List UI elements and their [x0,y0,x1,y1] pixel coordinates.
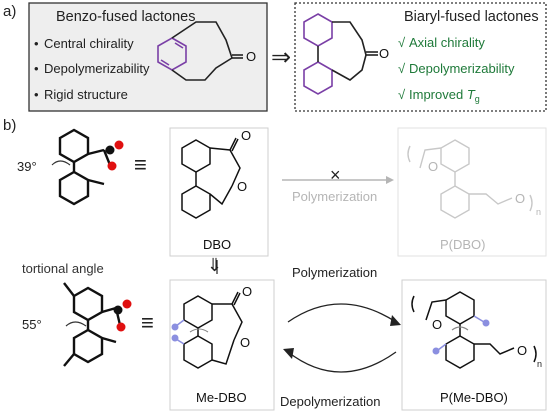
rotation-arrow-me-dbo [189,328,209,333]
benzo-lactone-title: Benzo-fused lactones [56,9,196,25]
panel-b-label: b) [3,117,17,134]
p-me-dbo-box [401,279,547,411]
me-dbo-twisted-skeleton [63,282,122,367]
me-dbo-label: Me-DBO [196,390,247,405]
check-improved-tg: Improved Tg [409,87,480,104]
angle-bottom: 55° [22,317,42,332]
benzo-lactone-structure [157,21,243,81]
poly-methyl-dot-1 [482,319,490,327]
check-depolymerizability: Depolymerizability [409,61,515,76]
me-dbo-carbonyl-oxygen: O [242,284,253,299]
p-dbo-subscript-n: n [536,207,542,217]
tortional-angle-label: tortional angle [22,261,104,276]
check-glyph-3: √ [398,87,406,102]
methyl-dot-1 [171,323,179,331]
polymerization-arrow-head [390,315,401,326]
down-arrow: ⇓ [207,255,223,275]
rotation-arrow-top [51,160,71,166]
bullet-glyph-1: • [34,36,39,51]
dbo-label: DBO [203,237,232,252]
polymerization-label: Polymerization [292,265,378,280]
p-me-dbo-structure [411,291,537,369]
p-dbo-carbonyl-oxygen: O [428,159,439,174]
me-dbo-box [169,279,275,411]
rotation-arrow-poly [451,326,469,331]
p-me-dbo-label: P(Me-DBO) [440,390,508,405]
equiv-bottom: ≡ [141,310,154,335]
depolymerization-label: Depolymerization [280,394,381,409]
me-dbo-ring-oxygen: O [240,335,251,350]
lactone-oxygen-label: O [246,49,257,64]
check-axial-chirality: Axial chirality [409,35,485,50]
poly-methyl-dot-2 [432,347,440,355]
panel-a-label: a) [3,3,17,20]
bullet-glyph-2: • [34,61,39,76]
oxygen-atom-top-1 [114,140,124,150]
oxygen-atom-top-2 [107,161,117,171]
carbonyl-carbon-top [105,145,115,155]
blocked-arrow-head [386,176,394,184]
p-me-dbo-carbonyl-oxygen: O [432,317,443,332]
transition-arrow: ⇒ [271,44,292,71]
blocked-polymerization-label: Polymerization [292,189,378,204]
dbo-carbonyl-oxygen: O [241,128,252,143]
p-me-dbo-chain-oxygen: O [517,343,528,358]
methyl-dot-2 [171,334,179,342]
polymerization-arrow [287,303,397,323]
p-me-dbo-subscript-n: n [537,359,543,369]
p-dbo-label: P(DBO) [440,237,486,252]
oxygen-atom-bottom-1 [122,299,132,309]
dbo-box [169,127,269,257]
blocked-cross: × [330,165,341,185]
check-glyph-1: √ [398,35,406,50]
benzo-lactone-box [28,2,268,112]
bullet-central-chirality: Central chirality [44,36,134,51]
biaryl-oxygen-label: O [379,46,390,61]
check-glyph-2: √ [398,61,406,76]
p-dbo-structure [407,139,533,219]
poly-methyl-bond-1 [473,315,485,323]
p-dbo-chain-oxygen: O [515,191,526,206]
bullet-depolymerizability: Depolymerizability [44,61,150,76]
depolymerization-arrow-head [283,348,294,359]
dbo-twisted-skeleton [58,128,112,206]
biaryl-lactone-structure [303,13,378,95]
equiv-top: ≡ [134,152,147,177]
rotation-arrow-bottom [65,321,87,327]
dbo-structure [181,137,241,219]
angle-top: 39° [17,159,37,174]
poly-methyl-bond-2 [437,343,447,351]
oxygen-atom-bottom-2 [116,322,126,332]
carbonyl-carbon-bottom [113,305,123,315]
dbo-ring-oxygen: O [237,179,248,194]
bullet-glyph-3: • [34,87,39,102]
biaryl-lactone-title: Biaryl-fused lactones [404,9,539,25]
bullet-rigid-structure: Rigid structure [44,87,128,102]
biaryl-lactone-box [294,2,547,112]
p-dbo-box [397,127,547,257]
depolymerization-arrow [287,351,397,373]
